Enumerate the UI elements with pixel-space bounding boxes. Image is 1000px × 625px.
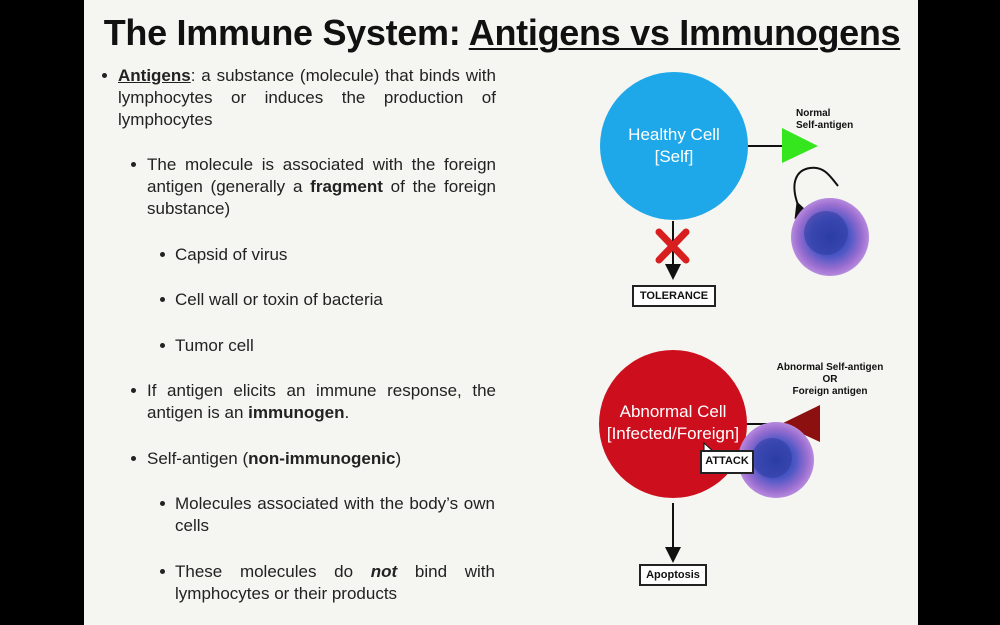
bullet-self-antigen: Self-antigen (non-immunogenic) bbox=[147, 448, 496, 470]
slide: The Immune System: Antigens vs Immunogen… bbox=[84, 0, 918, 625]
title-prefix: The Immune System: bbox=[103, 12, 469, 53]
label-line: Normal bbox=[796, 108, 831, 119]
label-line: Healthy Cell bbox=[628, 125, 720, 144]
bullet-text: If antigen elicits an immune response, t… bbox=[147, 381, 496, 422]
bullet-dot bbox=[160, 252, 165, 257]
curved-arrow bbox=[793, 166, 839, 220]
antigens-term: Antigens bbox=[118, 66, 191, 85]
label-line: [Self] bbox=[654, 147, 694, 166]
bullet-text: Self-antigen ( bbox=[147, 449, 249, 468]
label-line: Abnormal Cell bbox=[619, 402, 727, 421]
abnormal-antigen-triangle bbox=[781, 405, 820, 442]
antigens-definition: : a substance (molecule) that binds with… bbox=[118, 66, 496, 129]
bullet-text: The molecule is associated with the fore… bbox=[147, 155, 496, 196]
bullet-dot bbox=[160, 343, 165, 348]
tolerance-box: TOLERANCE bbox=[632, 285, 716, 307]
x-mark-icon bbox=[655, 228, 690, 264]
bullet-bold-italic: not bbox=[370, 562, 398, 581]
bullet-tumor: Tumor cell bbox=[175, 336, 254, 355]
attack-box: ATTACK bbox=[700, 450, 754, 474]
bullet-dot bbox=[160, 569, 165, 574]
bullet-dot bbox=[131, 456, 136, 461]
label-line: Self-antigen bbox=[796, 120, 854, 131]
label-line: [Infected/Foreign] bbox=[606, 424, 740, 443]
bullet-dot bbox=[160, 501, 165, 506]
bullet-dot bbox=[131, 162, 136, 167]
bullet-bold: non-immunogenic bbox=[248, 449, 396, 468]
self-antigen-triangle bbox=[782, 128, 818, 163]
healthy-cell-label: Healthy Cell [Self] bbox=[605, 124, 743, 168]
slide-title: The Immune System: Antigens vs Immunogen… bbox=[92, 12, 912, 54]
bullet-bold: immunogen bbox=[248, 403, 345, 422]
apoptosis-box: Apoptosis bbox=[639, 564, 707, 586]
bullet-text: These molecules do bbox=[175, 562, 371, 581]
bullet-dot bbox=[160, 297, 165, 302]
bullet-cell-wall: Cell wall or toxin of bacteria bbox=[175, 290, 383, 309]
bullet-not-bind: These molecules do not bind with lymphoc… bbox=[175, 561, 495, 605]
bullet-dot bbox=[102, 73, 107, 78]
bullet-bold: fragment bbox=[310, 177, 383, 196]
bullet-capsid: Capsid of virus bbox=[175, 245, 288, 264]
lymphocyte-nucleus bbox=[752, 438, 792, 478]
bullet-immunogen: If antigen elicits an immune response, t… bbox=[147, 380, 496, 424]
healthy-cell bbox=[600, 72, 748, 220]
bullet-text: ) bbox=[395, 449, 402, 468]
label-line: Foreign antigen bbox=[792, 386, 868, 397]
abnormal-antigen-label: Abnormal Self-antigen OR Foreign antigen bbox=[760, 362, 900, 398]
bullet-molecule: The molecule is associated with the fore… bbox=[147, 154, 496, 220]
abnormal-cell-label: Abnormal Cell [Infected/Foreign] bbox=[593, 401, 753, 445]
label-line: Abnormal Self-antigen bbox=[776, 362, 884, 373]
bullet-text: of the foreign substance) bbox=[147, 177, 496, 218]
bullet-text: bind with lymphocytes or their products bbox=[175, 562, 495, 603]
normal-antigen-label: Normal Self-antigen bbox=[796, 108, 866, 132]
title-underlined: Antigens vs Immunogens bbox=[468, 12, 901, 53]
bullet-antigens: Antigens: a substance (molecule) that bi… bbox=[118, 65, 496, 131]
bullet-body-molecules: Molecules associated with the body’s own… bbox=[175, 494, 495, 535]
lymphocyte-nucleus bbox=[804, 211, 848, 255]
label-line: OR bbox=[822, 374, 838, 385]
bullet-dot bbox=[131, 388, 136, 393]
bullet-text: . bbox=[344, 403, 350, 422]
immune-diagram bbox=[599, 72, 869, 563]
